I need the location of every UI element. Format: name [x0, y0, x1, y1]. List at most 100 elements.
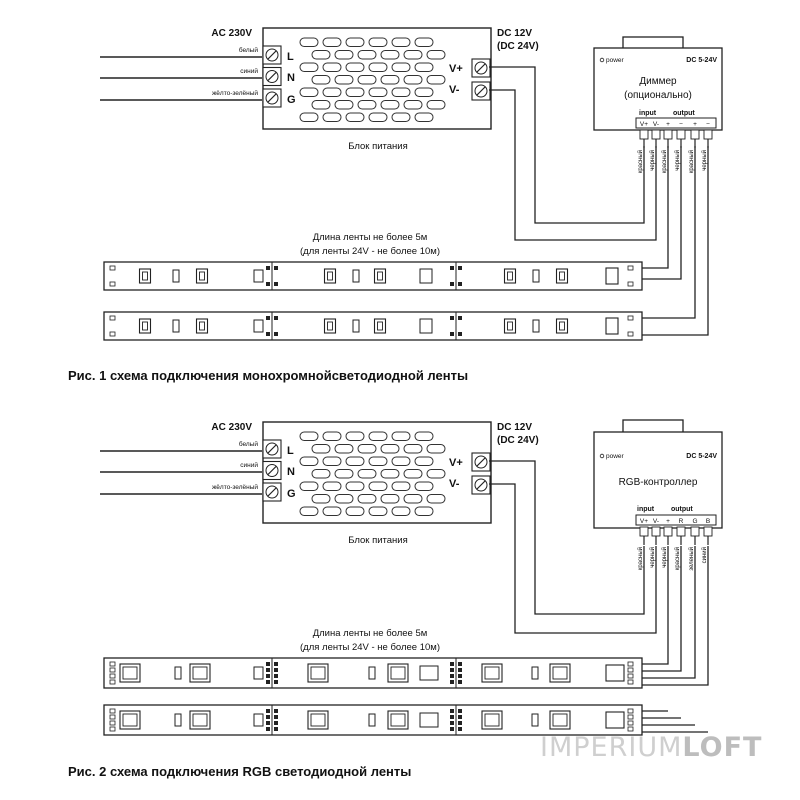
- ctrl-pin-label: R: [679, 518, 684, 525]
- ctrl-pin-label: V+: [640, 121, 648, 128]
- psu-vent-slot: [368, 112, 388, 122]
- ctrl-pin-label: V-: [653, 121, 659, 128]
- psu-vent-slot: [368, 506, 388, 516]
- psu-vent-slot: [299, 431, 319, 441]
- psu-vent-slot: [414, 456, 434, 466]
- strip-led: [605, 317, 619, 335]
- dc-label: DC 12V: [497, 28, 532, 39]
- psu-vent-slot: [403, 100, 423, 110]
- ctrl-pin-terminal: [690, 129, 700, 140]
- screw-terminal: [262, 66, 282, 87]
- psu-vent-slot: [299, 87, 319, 97]
- psu-vent-slot: [345, 456, 365, 466]
- screw-terminal: [471, 452, 491, 472]
- psu-vent-slot: [403, 494, 423, 504]
- strip-length-note: (для ленты 24V - не более 10м): [300, 246, 440, 257]
- psu-vent-slot: [345, 431, 365, 441]
- ctrl-pin-label: +: [666, 121, 670, 128]
- strip-resistor: [174, 666, 182, 680]
- psu-vent-slot: [426, 494, 446, 504]
- psu-vent-slot: [380, 75, 400, 85]
- ctrl-power-label: power: [606, 453, 625, 460]
- figure-2-rgb: AC 230V белый синий жёлто-зелёный L N G …: [100, 419, 723, 736]
- ctrl-power-label: power: [606, 57, 625, 64]
- ctrl-pin-label: B: [706, 518, 710, 525]
- dimmer-controller: power DC 5-24V Диммер (опционально) inpu…: [593, 36, 723, 173]
- ctrl-pin-terminal: [663, 129, 673, 140]
- watermark-part-1: IMPERIUM: [540, 732, 683, 763]
- ctrl-dc-label: DC 5-24V: [686, 453, 717, 460]
- ctrl-pin-terminal: [703, 129, 713, 140]
- psu-vent-slot: [368, 37, 388, 47]
- screw-terminal: [262, 88, 282, 108]
- power-supply: L N G V+ V-: [262, 421, 492, 524]
- psu-vent-slot: [345, 37, 365, 47]
- psu-vent-slot: [391, 87, 411, 97]
- ac-label: AC 230V: [211, 422, 252, 433]
- psu-vent-slot: [357, 75, 377, 85]
- ctrl-wire-color-label: синий: [701, 547, 708, 563]
- psu-dc-terminals: [471, 452, 491, 495]
- strip-led: [253, 269, 264, 283]
- psu-vent-slot: [391, 456, 411, 466]
- ctrl-pin-terminal: [690, 526, 700, 537]
- strip-led: [419, 712, 439, 728]
- psu-vent-slot: [299, 62, 319, 72]
- strip-led: [419, 268, 433, 284]
- strip-resistor: [352, 269, 360, 283]
- psu-vent-slot: [322, 431, 342, 441]
- psu-vent-slot: [334, 50, 354, 60]
- psu-vent-slot: [311, 494, 331, 504]
- ctrl-pin-terminal: [703, 526, 713, 537]
- psu-term-vminus: V-: [449, 84, 460, 96]
- led-strip-2: [103, 311, 643, 341]
- ctrl-wire-color-label: черный: [701, 150, 708, 171]
- led-strip-2: [103, 704, 643, 736]
- ctrl-wire-color-label: черный: [661, 547, 668, 568]
- ctrl-wire-color-label: черный: [674, 150, 681, 171]
- strip-resistor: [368, 666, 376, 680]
- psu-vent-slot: [368, 456, 388, 466]
- strip-led: [253, 666, 264, 680]
- psu-vent-slot: [334, 494, 354, 504]
- strip-led: [253, 319, 264, 333]
- psu-vent-slot: [311, 50, 331, 60]
- dc-wiring: [489, 66, 709, 336]
- ctrl-pin-label: G: [692, 518, 697, 525]
- psu-vent-slot: [299, 506, 319, 516]
- strip-resistor: [172, 269, 180, 283]
- mains-wire-label-ground: жёлто-зелёный: [212, 483, 258, 491]
- psu-vent-slot: [334, 444, 354, 454]
- psu-vent-slot: [414, 506, 434, 516]
- ctrl-pins: V+красныйV-черный+черныйRкрасныйGзеленый…: [635, 514, 717, 571]
- mains-wire-label-blue: синий: [240, 67, 258, 75]
- psu-vent-slot: [345, 62, 365, 72]
- dc-wiring: [489, 460, 709, 733]
- psu-vent-slot: [299, 37, 319, 47]
- figure-1-monochrome: AC 230V белый синий жёлто-зелёный L N G …: [100, 27, 723, 341]
- ctrl-pin-label: −: [706, 121, 710, 128]
- ctrl-name-note: (опционально): [624, 90, 692, 101]
- psu-vent-slot: [391, 62, 411, 72]
- psu-vent-slot: [368, 481, 388, 491]
- psu-vent-slot: [414, 62, 434, 72]
- psu-term-G: G: [287, 488, 296, 500]
- ctrl-pin-terminal: [676, 129, 686, 140]
- psu-ac-terminals: [262, 45, 282, 108]
- strip-led: [605, 711, 625, 729]
- strip-led: [419, 318, 433, 334]
- screw-terminal: [471, 58, 491, 78]
- ctrl-pin-terminal: [651, 129, 661, 140]
- psu-vent-slot: [414, 87, 434, 97]
- psu-vent-slot: [334, 100, 354, 110]
- psu-vents: [299, 37, 446, 122]
- psu-vent-slot: [426, 469, 446, 479]
- ac-label: AC 230V: [211, 28, 252, 39]
- ctrl-name: RGB-контроллер: [619, 477, 698, 488]
- ctrl-pins: V+красныйV-черный+красный−черный+красный…: [635, 117, 717, 173]
- psu-vent-slot: [403, 75, 423, 85]
- psu-term-N: N: [287, 466, 295, 478]
- rgb-controller: power DC 5-24V RGB-контроллер input outp…: [593, 419, 723, 571]
- strip-resistor: [532, 269, 540, 283]
